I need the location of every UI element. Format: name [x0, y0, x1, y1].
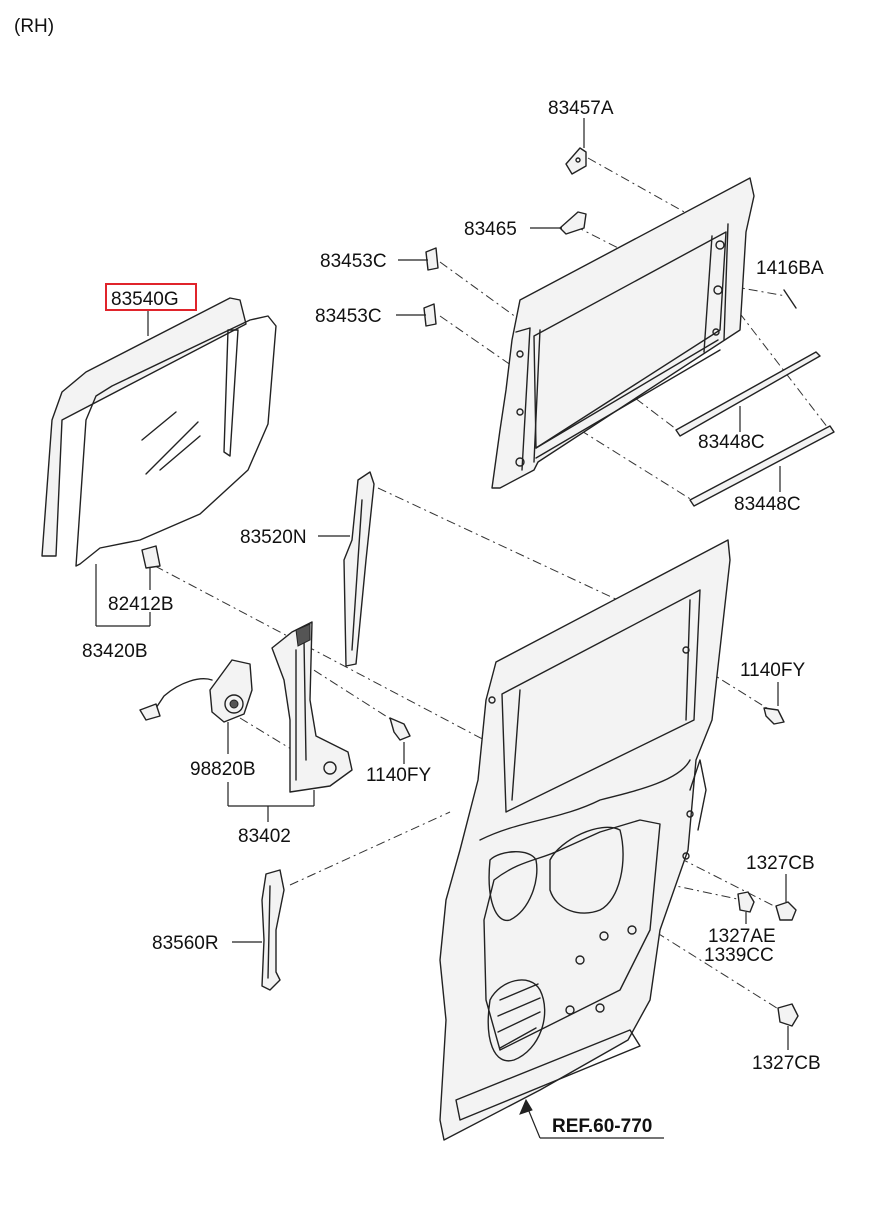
label-83457A[interactable]: 83457A [548, 98, 614, 119]
nut-1327AE [737, 891, 755, 913]
side-indicator: (RH) [14, 16, 54, 37]
label-83520N[interactable]: 83520N [240, 527, 307, 548]
leader-lines [95, 118, 789, 1139]
rod-83448C-upper [675, 351, 821, 437]
label-83448C-upper[interactable]: 83448C [698, 432, 765, 453]
label-83448C-lower[interactable]: 83448C [734, 494, 801, 515]
label-83420B[interactable]: 83420B [82, 641, 148, 662]
window-frame [491, 177, 755, 489]
label-83402[interactable]: 83402 [238, 826, 291, 847]
label-98820B[interactable]: 98820B [190, 759, 256, 780]
label-1140FY-right[interactable]: 1140FY [740, 660, 805, 681]
label-83453C-lower[interactable]: 83453C [315, 306, 382, 327]
screw-1416BA [783, 289, 797, 309]
rod-83448C-lower [689, 425, 835, 507]
label-83453C-upper[interactable]: 83453C [320, 251, 387, 272]
bracket-83457A [565, 147, 587, 175]
label-83540G[interactable]: 83540G [111, 289, 179, 310]
door-inner-panel [439, 539, 731, 1141]
motor-98820B [139, 659, 253, 723]
label-83560R[interactable]: 83560R [152, 933, 219, 954]
door-glass-83540G [41, 297, 277, 567]
label-82412B[interactable]: 82412B [108, 594, 174, 615]
label-1327CB-lower[interactable]: 1327CB [752, 1053, 821, 1074]
nut-1327CB-lower [777, 1003, 799, 1027]
label-1416BA[interactable]: 1416BA [756, 258, 824, 279]
clip-83453C-lower [423, 303, 437, 327]
bolt-1140FY-right [763, 707, 785, 725]
label-83465[interactable]: 83465 [464, 219, 517, 240]
nut-1327CB-upper [775, 901, 797, 921]
label-1140FY-center[interactable]: 1140FY [366, 765, 431, 786]
bolt-1140FY-center [389, 717, 411, 741]
channel-82412B [141, 545, 161, 569]
clip-83453C-upper [425, 247, 439, 271]
reference-label[interactable]: REF.60-770 [552, 1116, 652, 1137]
part-labels: 83457A 83465 83453C 83453C 1416BA 83540G… [82, 98, 824, 1137]
label-1327AE[interactable]: 1327AE [708, 926, 776, 947]
label-1327CB-upper[interactable]: 1327CB [746, 853, 815, 874]
bracket-83465 [559, 211, 587, 235]
label-1339CC[interactable]: 1339CC [704, 945, 774, 966]
rail-83520N [343, 471, 375, 667]
regulator-83402 [271, 621, 353, 793]
highlight-box [105, 283, 197, 311]
channel-83560R [261, 869, 285, 991]
